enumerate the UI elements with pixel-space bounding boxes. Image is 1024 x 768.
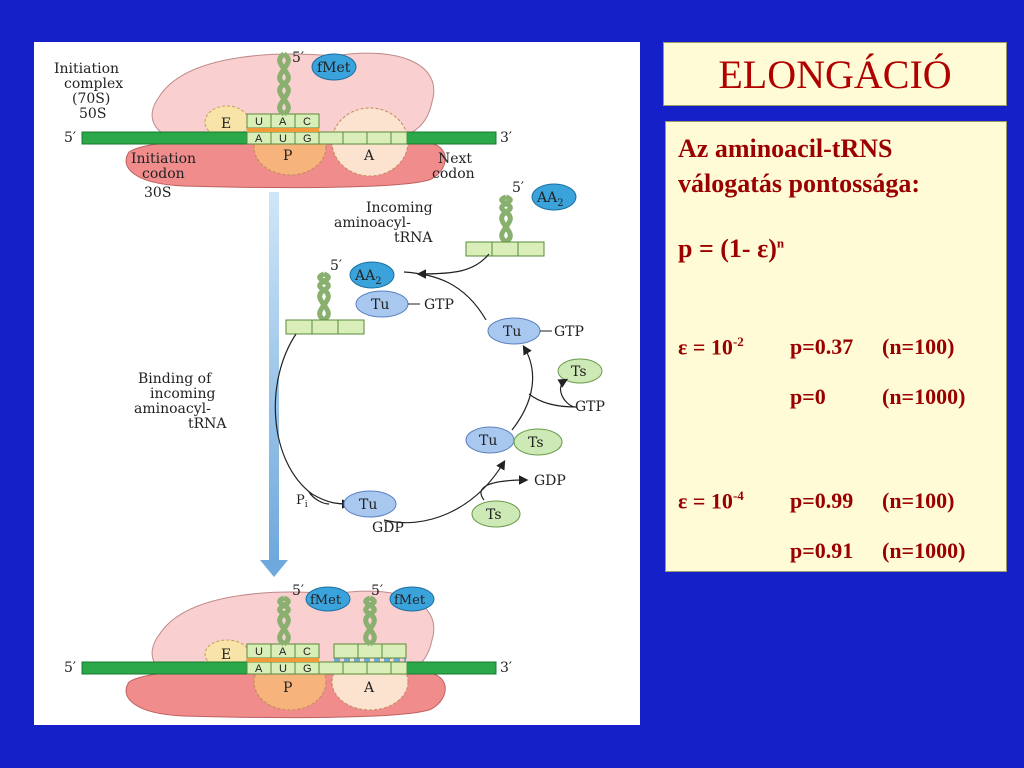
- anticodon-u: U: [255, 116, 263, 128]
- anticodon-bottom-a: A: [279, 646, 287, 658]
- site-p-label: P: [283, 148, 292, 164]
- codon-bottom-a: A: [255, 663, 263, 675]
- incoming-label-2: aminoacyl-: [334, 215, 411, 231]
- codon-boxes: [246, 131, 408, 145]
- gtp-label-1: GTP: [424, 297, 454, 313]
- thirty-s-label: 30S: [144, 185, 171, 201]
- fifty-s-label: 50S: [79, 106, 106, 122]
- probability-value: p=0: [790, 384, 826, 409]
- ts-label-1: Ts: [486, 507, 502, 523]
- fmet-label-bottom-2: fMet: [394, 593, 426, 608]
- formula-row-2: p=0 (n=1000): [678, 384, 998, 412]
- n-value: (n=1000): [882, 384, 966, 409]
- five-prime-bottom-1: 5′: [292, 583, 304, 599]
- site-a-label: A: [363, 148, 375, 164]
- initiation-codon-label-2: codon: [142, 166, 185, 182]
- next-codon-label: Next: [438, 151, 472, 167]
- mrna-3prime-label: 3′: [500, 130, 512, 146]
- process-arrow: [260, 192, 288, 577]
- binding-label: Binding of: [138, 371, 213, 387]
- gdp-label-1: GDP: [372, 520, 404, 536]
- codon-u: U: [279, 133, 287, 145]
- aa2-label-complex: AA2: [354, 268, 382, 287]
- initiation-complex-label-2: complex: [64, 76, 123, 92]
- slide-title: ELONGÁCIÓ: [718, 51, 952, 97]
- five-prime-bottom-2: 5′: [371, 583, 383, 599]
- elongation-ribosome: fMet fMet 5′ 5′ U A C A U G E P A 5′ 3′: [64, 583, 512, 719]
- pi-label: Pi: [296, 493, 308, 510]
- fmet-label-bottom-1: fMet: [310, 593, 342, 608]
- anticodon-a: A: [279, 116, 287, 128]
- formula-row-3: ε = 10-4 p=0.99 (n=100): [678, 488, 998, 516]
- probability-value: p=0.91: [790, 538, 854, 563]
- codon-bottom-u: U: [279, 663, 287, 675]
- incoming-label: Incoming: [366, 200, 433, 216]
- five-prime-complex: 5′: [330, 258, 342, 274]
- initiation-complex-label: Initiation: [54, 61, 119, 77]
- site-p-bottom: P: [283, 680, 292, 696]
- probability-value: p=0.37: [790, 334, 854, 359]
- anticodon-bottom-u: U: [255, 646, 263, 658]
- gdp-label-2: GDP: [534, 473, 566, 489]
- anticodon-c: C: [303, 116, 311, 128]
- incoming-trna: Incoming aminoacyl- tRNA AA2 5′: [334, 180, 577, 279]
- five-prime-incoming: 5′: [512, 180, 524, 196]
- initiation-ribosome: fMet 5′ U A C A U G E P A 5′ 3′ Initiati…: [54, 50, 512, 201]
- fmet-residue: [311, 53, 357, 81]
- mrna-3prime-bottom: 3′: [500, 660, 512, 676]
- ts-label-2: Ts: [528, 435, 544, 451]
- tu-label-1: Tu: [371, 297, 389, 313]
- site-e-bottom: E: [221, 647, 231, 663]
- panel-heading-line1: Az aminoacil-tRNS: [678, 134, 893, 163]
- aa2-label-incoming: AA2: [536, 190, 564, 209]
- ef-tu-cycle: Pi Tu GDP Ts GDP Tu Ts Ts GTP Tu GTP: [274, 271, 605, 536]
- epsilon-value: ε = 10-2: [678, 334, 744, 360]
- n-value: (n=1000): [882, 538, 966, 563]
- mrna-5prime-bottom: 5′: [64, 660, 76, 676]
- site-e-label: E: [221, 116, 231, 132]
- gtp-label-2: GTP: [554, 324, 584, 340]
- accuracy-formula: p = (1- ε)n: [678, 234, 785, 263]
- accuracy-panel: Az aminoacil-tRNS válogatás pontossága: …: [665, 121, 1007, 572]
- probability-value: p=0.99: [790, 488, 854, 513]
- five-prime-trna-label: 5′: [292, 50, 304, 66]
- tu-label-gdp: Tu: [359, 497, 377, 513]
- tu-label-ts-complex: Tu: [479, 433, 497, 449]
- tu-label-2: Tu: [503, 324, 521, 340]
- codon-a: A: [255, 133, 263, 145]
- formula-row-4: p=0.91 (n=1000): [678, 538, 998, 566]
- ternary-complex: AA2 5′ Tu GTP: [285, 258, 454, 335]
- n-value: (n=100): [882, 488, 955, 513]
- panel-heading-line2: válogatás pontossága:: [678, 169, 920, 198]
- n-value: (n=100): [882, 334, 955, 359]
- next-codon-label-2: codon: [432, 166, 475, 182]
- site-a-bottom: A: [363, 680, 375, 696]
- formula-row-1: ε = 10-2 p=0.37 (n=100): [678, 334, 998, 362]
- seventy-s-label: (70S): [72, 91, 110, 107]
- anticodon-bottom-c: C: [303, 646, 311, 658]
- trna-fmet: [277, 51, 291, 117]
- codon-g: G: [303, 133, 312, 145]
- binding-label-4: tRNA: [188, 416, 227, 432]
- ts-label-3: Ts: [571, 364, 587, 380]
- binding-label-2: incoming: [150, 386, 216, 402]
- incoming-label-3: tRNA: [394, 230, 433, 246]
- initiation-codon-label: Initiation: [131, 151, 196, 167]
- codon-bottom-g: G: [303, 663, 312, 675]
- fmet-label: fMet: [317, 60, 351, 76]
- gtp-label-3: GTP: [575, 399, 605, 415]
- epsilon-value: ε = 10-4: [678, 488, 744, 514]
- binding-label-3: aminoacyl-: [134, 401, 211, 417]
- mrna-5prime-label: 5′: [64, 130, 76, 146]
- elongation-diagram: fMet 5′ U A C A U G E P A 5′ 3′ Initiati…: [34, 42, 640, 725]
- title-box: ELONGÁCIÓ: [663, 42, 1007, 106]
